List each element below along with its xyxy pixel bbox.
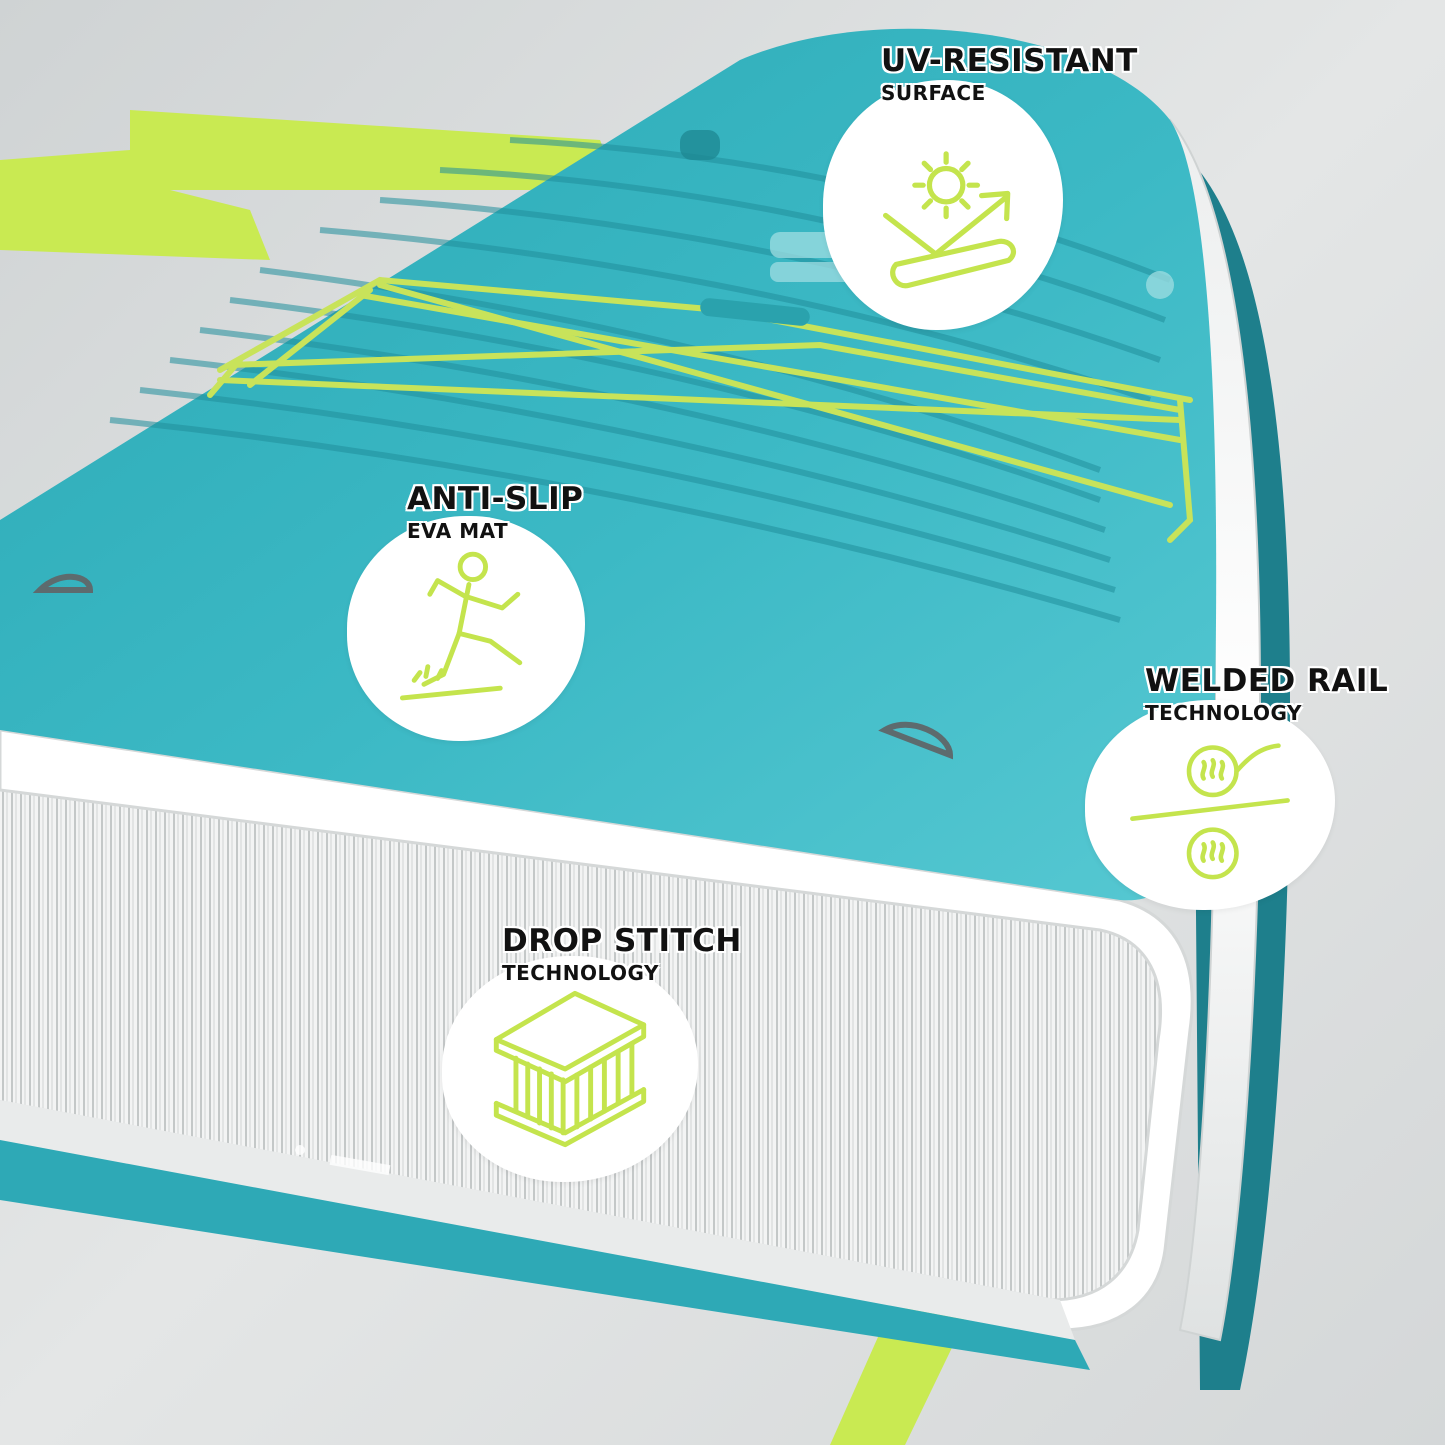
board-hull — [0, 1140, 1090, 1370]
feature-title: UV-RESISTANT — [881, 43, 1138, 79]
slipping-person-icon — [399, 551, 523, 701]
feature-title: ANTI-SLIP — [407, 481, 584, 517]
deck-grooves — [109, 137, 1172, 623]
d-rings — [32, 573, 954, 760]
sun-arrow-icon — [883, 151, 1016, 289]
feature-uv-resistant: UV-RESISTANT SURFACE — [823, 42, 1183, 330]
lime-floor-stripe — [0, 110, 620, 260]
bungee-cords — [207, 276, 1194, 543]
heat-rollers-icon — [1130, 743, 1290, 880]
board-lower-layer — [0, 1100, 1075, 1340]
feature-drop-stitch: DROP STITCH TECHNOLOGY — [440, 922, 780, 1192]
feature-anti-slip: ANTI-SLIP EVA MAT — [345, 480, 635, 750]
feature-badge — [347, 516, 585, 741]
feature-subtitle: SURFACE — [881, 81, 986, 105]
hull-markings — [295, 1145, 391, 1176]
feature-welded-rail: WELDED RAIL TECHNOLOGY — [1085, 662, 1430, 922]
feature-title: WELDED RAIL — [1145, 663, 1389, 699]
feature-title: DROP STITCH — [502, 923, 742, 959]
feature-subtitle: TECHNOLOGY — [1145, 701, 1302, 725]
feature-badge — [1085, 700, 1335, 910]
drop-stitch-layers-icon — [493, 990, 647, 1148]
feature-subtitle: TECHNOLOGY — [502, 961, 659, 985]
bungee-connector — [700, 298, 810, 326]
feature-subtitle: EVA MAT — [407, 519, 509, 543]
feature-badge — [442, 956, 698, 1182]
feature-badge — [823, 80, 1063, 330]
